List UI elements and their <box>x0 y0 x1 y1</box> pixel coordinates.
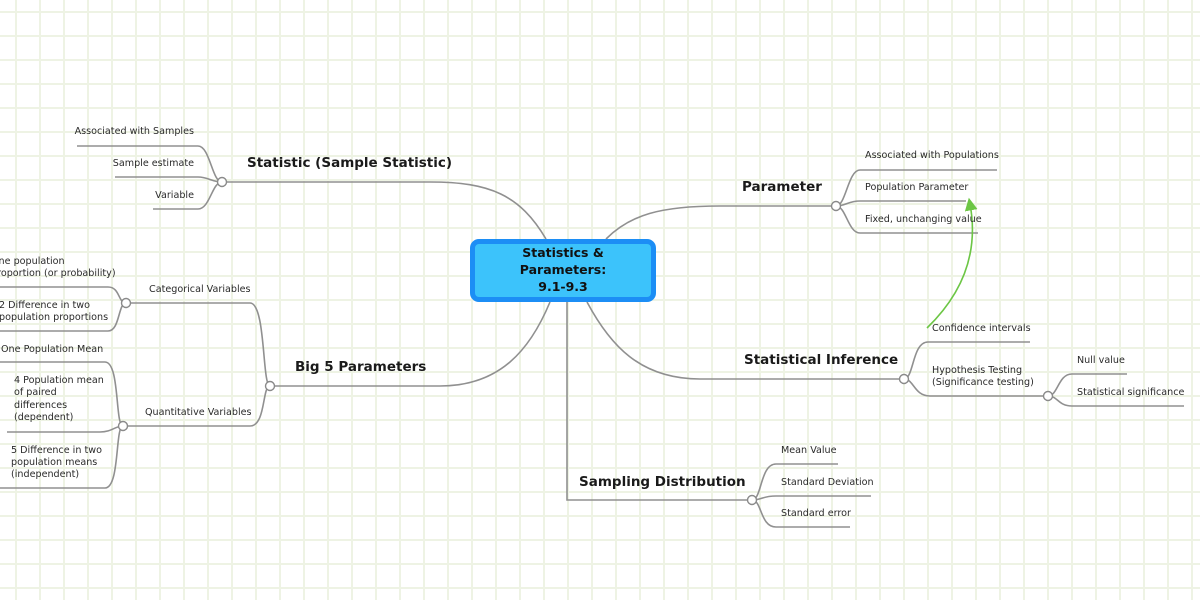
subtopic-sample-estimate[interactable]: Sample estimate <box>113 158 194 169</box>
subtopic-categorical[interactable]: Categorical Variables <box>149 284 251 295</box>
sampling-collapse-toggle[interactable] <box>746 494 758 506</box>
svg-text:(Significance testing): (Significance testing) <box>932 377 1034 388</box>
relationship-arrow[interactable] <box>926 197 978 329</box>
subtopic-population-parameter[interactable]: Population Parameter <box>865 182 968 193</box>
statistic-collapse-toggle[interactable] <box>216 176 228 188</box>
big5-subtree <box>0 286 276 489</box>
quantitative-collapse-toggle[interactable] <box>117 420 129 432</box>
leaf-one-population-mean[interactable]: One Population Mean <box>1 344 103 355</box>
parameter-subtree <box>830 169 997 234</box>
svg-text:(independent): (independent) <box>11 469 79 480</box>
central-topic-line1: Statistics & Parameters: <box>519 245 607 278</box>
subtopic-confidence-intervals[interactable]: Confidence intervals <box>932 323 1031 334</box>
connector-parameter <box>605 205 836 240</box>
svg-text:population means: population means <box>11 457 97 468</box>
subtopic-variable[interactable]: Variable <box>155 190 194 201</box>
svg-text:5 Difference in two: 5 Difference in two <box>11 445 102 456</box>
svg-text:Hypothesis Testing: Hypothesis Testing <box>932 365 1022 376</box>
inference-collapse-toggle[interactable] <box>898 373 910 385</box>
subtopic-associated-samples[interactable]: Associated with Samples <box>75 126 194 137</box>
subtopic-fixed-value[interactable]: Fixed, unchanging value <box>865 214 982 225</box>
sampling-subtree <box>746 463 871 528</box>
subtopic-quantitative[interactable]: Quantitative Variables <box>145 407 252 418</box>
topic-big5[interactable]: Big 5 Parameters <box>295 359 426 375</box>
connector-statistic <box>222 181 547 240</box>
svg-text:One population: One population <box>0 256 65 267</box>
svg-text:of paired: of paired <box>14 387 57 398</box>
leaf-one-population-proportion[interactable]: One population proportion (or probabilit… <box>0 256 116 279</box>
svg-text:proportion (or probability): proportion (or probability) <box>0 268 116 279</box>
leaf-difference-proportions[interactable]: 2 Difference in two population proportio… <box>0 300 108 323</box>
central-connectors <box>222 181 904 501</box>
central-topic-line2: 9.1-9.3 <box>538 278 588 294</box>
svg-text:population proportions: population proportions <box>0 312 108 323</box>
topic-inference[interactable]: Statistical Inference <box>744 352 898 368</box>
subtopic-standard-deviation[interactable]: Standard Deviation <box>781 477 874 488</box>
connector-big5 <box>270 301 551 387</box>
svg-text:differences: differences <box>14 400 67 411</box>
inference-subtree <box>898 341 1184 407</box>
leaf-statistical-significance[interactable]: Statistical significance <box>1077 387 1185 398</box>
subtopic-standard-error[interactable]: Standard error <box>781 508 851 519</box>
svg-text:4 Population mean: 4 Population mean <box>14 375 104 386</box>
connector-sampling <box>566 302 750 501</box>
parameter-collapse-toggle[interactable] <box>830 200 842 212</box>
central-topic[interactable]: Statistics & Parameters: 9.1-9.3 <box>470 239 656 302</box>
topic-statistic[interactable]: Statistic (Sample Statistic) <box>247 155 452 171</box>
leaf-null-value[interactable]: Null value <box>1077 355 1125 366</box>
subtopic-hypothesis-testing[interactable]: Hypothesis Testing (Significance testing… <box>932 365 1034 388</box>
categorical-collapse-toggle[interactable] <box>120 297 132 309</box>
svg-text:(dependent): (dependent) <box>14 412 73 423</box>
hypothesis-collapse-toggle[interactable] <box>1042 390 1054 402</box>
topic-sampling[interactable]: Sampling Distribution <box>579 474 746 490</box>
subtopic-associated-populations[interactable]: Associated with Populations <box>865 150 999 161</box>
topic-parameter[interactable]: Parameter <box>742 179 822 195</box>
subtopic-mean-value[interactable]: Mean Value <box>781 445 837 456</box>
leaf-paired-differences[interactable]: 4 Population mean of paired differences … <box>14 375 104 423</box>
connector-inference <box>586 301 904 380</box>
statistic-subtree <box>77 145 228 210</box>
big5-collapse-toggle[interactable] <box>264 380 276 392</box>
svg-text:2 Difference in two: 2 Difference in two <box>0 300 90 311</box>
leaf-difference-means[interactable]: 5 Difference in two population means (in… <box>11 445 102 480</box>
